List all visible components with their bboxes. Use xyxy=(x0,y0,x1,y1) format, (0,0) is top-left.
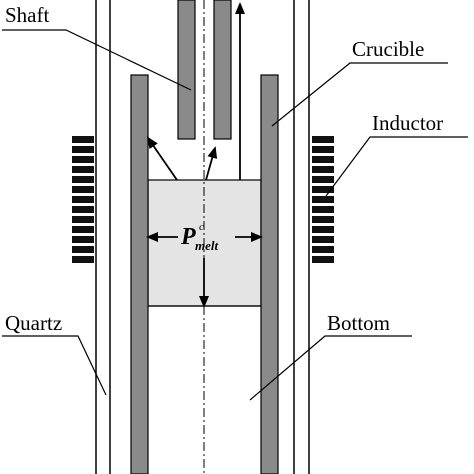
coil-turn xyxy=(72,246,94,253)
coil-turn xyxy=(72,136,94,143)
coil-turn xyxy=(312,206,334,213)
shaft-label: Shaft xyxy=(5,3,49,27)
shaft-leader xyxy=(2,29,192,91)
coil-turn xyxy=(312,226,334,233)
bottom-leader xyxy=(249,335,412,401)
coil-turn xyxy=(312,196,334,203)
pressure-symbol: P xyxy=(180,224,196,250)
shaft-wall-right xyxy=(213,0,232,140)
inductor-leader xyxy=(325,136,468,197)
coil-turn xyxy=(72,256,94,263)
coil-turn xyxy=(72,206,94,213)
coil-turn xyxy=(72,186,94,193)
inductor-label: Inductor xyxy=(372,111,443,135)
quartz-leader xyxy=(2,335,107,396)
coil-turn xyxy=(312,246,334,253)
coil-turn xyxy=(312,166,334,173)
coil-turn xyxy=(72,236,94,243)
inductor-coil-right xyxy=(312,136,334,263)
coil-turn xyxy=(312,156,334,163)
shaft-wall-left xyxy=(177,0,196,140)
coil-turn xyxy=(72,156,94,163)
arrow-up-left xyxy=(146,136,178,181)
crucible-label: Crucible xyxy=(352,37,424,61)
pressure-subscript: melt xyxy=(195,238,218,253)
coil-turn xyxy=(72,196,94,203)
pressure-label: P xyxy=(180,224,196,250)
coil-turn xyxy=(312,146,334,153)
coil-turn xyxy=(312,186,334,193)
arrow-up-center xyxy=(205,146,218,181)
crucible-wall-right xyxy=(260,74,279,474)
coil-turn xyxy=(312,256,334,263)
coil-turn xyxy=(312,176,334,183)
quartz-label: Quartz xyxy=(5,311,62,335)
inductor-coil-left xyxy=(72,136,94,263)
coil-turn xyxy=(72,166,94,173)
bottom-label: Bottom xyxy=(327,311,390,335)
coil-turn xyxy=(72,176,94,183)
coil-turn xyxy=(72,216,94,223)
crucible-leader xyxy=(271,62,448,127)
coil-turn xyxy=(72,226,94,233)
coil-turn xyxy=(72,146,94,153)
coil-turn xyxy=(312,216,334,223)
coil-turn xyxy=(312,136,334,143)
coil-turn xyxy=(312,236,334,243)
crucible-wall-left xyxy=(130,74,149,474)
pressure-superscript: c xyxy=(199,221,204,233)
